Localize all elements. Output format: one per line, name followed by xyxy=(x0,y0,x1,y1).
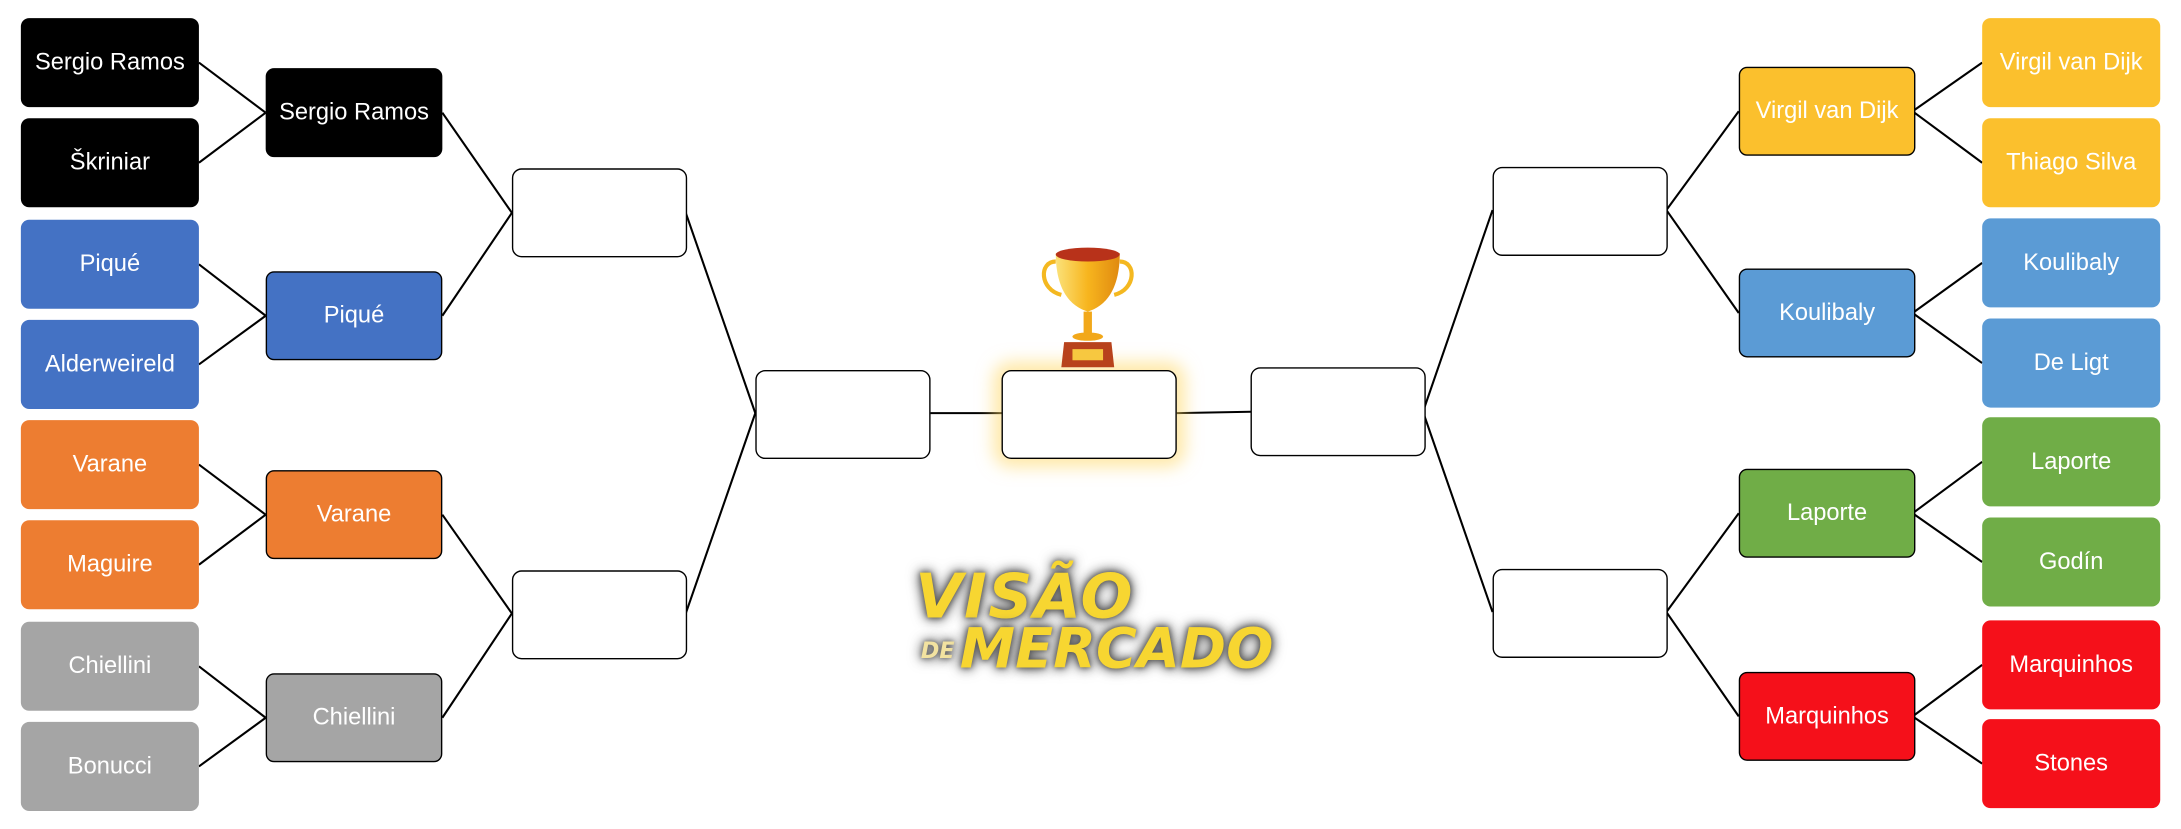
logo-line-2: DE xyxy=(920,637,955,664)
left-r1-slot-2: Škriniar xyxy=(20,118,199,208)
right-r2-slot-4: Marquinhos xyxy=(1738,671,1916,761)
left-finalist-slot[interactable] xyxy=(755,370,931,460)
right-r3-slot-2[interactable] xyxy=(1492,568,1668,658)
right-r1-slot-6: Godín xyxy=(1982,517,2161,607)
left-r1-slot-7: Chiellini xyxy=(20,621,199,711)
right-finalist-slot[interactable] xyxy=(1250,367,1426,457)
logo-line-3: MERCADO xyxy=(959,617,1274,682)
left-r1-slot-5: Varane xyxy=(20,420,199,510)
right-r1-slot-4: De Ligt xyxy=(1982,318,2161,408)
right-r1-slot-7: Marquinhos xyxy=(1982,620,2161,710)
right-r1-slot-5: Laporte xyxy=(1982,417,2161,507)
right-r2-slot-3: Laporte xyxy=(1738,468,1916,558)
left-r1-slot-3: Piqué xyxy=(20,219,199,309)
trophy-icon xyxy=(1041,247,1134,368)
right-r1-slot-8: Stones xyxy=(1982,719,2161,809)
right-r1-slot-1: Virgil van Dijk xyxy=(1982,18,2161,108)
right-r2-slot-2: Koulibaly xyxy=(1738,268,1916,358)
left-r2-slot-4: Chiellini xyxy=(265,673,443,763)
left-r2-slot-3: Varane xyxy=(265,470,443,560)
right-r1-slot-3: Koulibaly xyxy=(1982,218,2161,308)
champion-slot[interactable] xyxy=(1001,370,1177,460)
visao-de-mercado-logo: VISÃO DE MERCADO xyxy=(904,556,1280,695)
left-r1-slot-4: Alderweireld xyxy=(20,319,199,409)
left-r3-slot-1[interactable] xyxy=(511,168,688,258)
right-r3-slot-1[interactable] xyxy=(1492,166,1668,256)
left-r1-slot-6: Maguire xyxy=(20,520,199,610)
right-r2-slot-1: Virgil van Dijk xyxy=(1738,66,1916,156)
logo-line-1: VISÃO xyxy=(915,561,1134,633)
left-r2-slot-2: Piqué xyxy=(265,271,443,361)
left-r2-slot-1: Sergio Ramos xyxy=(265,68,443,158)
right-r1-slot-2: Thiago Silva xyxy=(1982,118,2161,208)
left-r3-slot-2[interactable] xyxy=(511,570,688,660)
left-r1-slot-8: Bonucci xyxy=(20,721,199,811)
left-r1-slot-1: Sergio Ramos xyxy=(20,18,199,108)
